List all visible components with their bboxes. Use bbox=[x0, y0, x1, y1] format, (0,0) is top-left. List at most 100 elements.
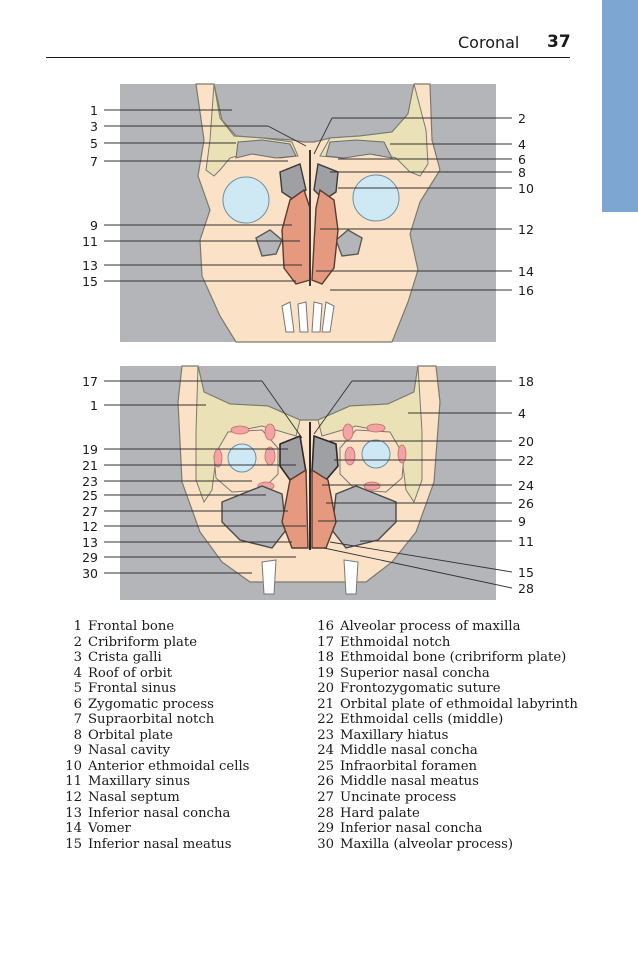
legend-text: Nasal cavity bbox=[88, 743, 171, 759]
legend-number: 10 bbox=[65, 758, 82, 774]
leader-lines-left bbox=[104, 109, 307, 282]
legend-number: 1 bbox=[73, 619, 82, 634]
legend-item: 17 Ethmoidal notch bbox=[314, 635, 578, 651]
right-orbit-eyeball bbox=[352, 174, 400, 222]
coronal-section-figure-bottom: 17 1 19 21 23 25 27 12 13 29 30 18 4 20 … bbox=[0, 362, 638, 602]
tooth bbox=[261, 559, 277, 595]
legend-text: Vomer bbox=[88, 821, 131, 837]
legend-text: Middle nasal concha bbox=[340, 743, 478, 759]
label-num: 13 bbox=[82, 535, 98, 550]
nasal-cavity-right bbox=[311, 188, 339, 285]
label-column-right: 2 4 6 8 10 12 14 16 bbox=[518, 111, 534, 298]
label-num: 28 bbox=[518, 581, 534, 596]
label-num: 27 bbox=[82, 504, 98, 519]
label-column-right: 18 4 20 22 24 26 9 11 15 28 bbox=[518, 374, 534, 596]
nasal-cavity-left bbox=[281, 188, 311, 285]
nasal-cavity-right bbox=[311, 468, 337, 549]
legend-item: 10 Anterior ethmoidal cells bbox=[62, 759, 249, 775]
label-num: 2 bbox=[518, 111, 526, 126]
legend-number: 14 bbox=[65, 821, 82, 837]
legend-text: Crista galli bbox=[88, 650, 162, 666]
label-num: 15 bbox=[82, 274, 98, 289]
label-num: 4 bbox=[518, 406, 526, 421]
label-num: 18 bbox=[518, 374, 534, 389]
tooth bbox=[281, 301, 295, 333]
legend-text: Anterior ethmoidal cells bbox=[88, 758, 250, 774]
legend-number: 24 bbox=[317, 743, 334, 759]
label-num: 20 bbox=[518, 434, 534, 449]
legend-text: Frontal bone bbox=[88, 619, 175, 634]
maxillary-sinus-right bbox=[331, 485, 397, 549]
label-num: 30 bbox=[82, 566, 98, 581]
legend-number: 2 bbox=[73, 634, 82, 650]
legend-number: 4 bbox=[73, 665, 82, 681]
label-num: 25 bbox=[82, 488, 98, 503]
legend-number: 3 bbox=[73, 650, 82, 666]
maxillary-sinus-right bbox=[335, 229, 363, 257]
label-num: 9 bbox=[518, 514, 526, 529]
label-num: 26 bbox=[518, 496, 534, 511]
legend-item: 11 Maxillary sinus bbox=[62, 774, 249, 790]
legend-text: Ethmoidal cells (middle) bbox=[340, 712, 504, 728]
legend-number: 22 bbox=[317, 712, 334, 728]
legend-text: Ethmoidal notch bbox=[340, 634, 451, 650]
maxillary-sinus-left bbox=[255, 229, 283, 257]
section-title: Coronal bbox=[458, 33, 520, 52]
header-rule bbox=[46, 57, 570, 58]
maxillary-sinus-left bbox=[221, 485, 287, 549]
legend-number: 16 bbox=[317, 619, 334, 634]
legend-text: Middle nasal meatus bbox=[340, 774, 479, 790]
thumb-index-tab bbox=[602, 0, 638, 212]
label-num: 16 bbox=[518, 283, 534, 298]
legend-text: Infraorbital foramen bbox=[340, 758, 478, 774]
legend-number: 30 bbox=[317, 836, 334, 852]
label-num: 22 bbox=[518, 453, 534, 468]
label-num: 10 bbox=[518, 181, 534, 196]
label-num: 24 bbox=[518, 478, 534, 493]
label-column-left: 17 1 19 21 23 25 27 12 13 29 30 bbox=[82, 374, 98, 581]
label-num: 19 bbox=[82, 442, 98, 457]
legend-number: 21 bbox=[317, 696, 334, 712]
legend-text: Frontal sinus bbox=[88, 681, 177, 697]
legend-item: 1 Frontal bone bbox=[62, 619, 249, 635]
legend-number: 6 bbox=[73, 696, 82, 712]
legend-number: 17 bbox=[317, 634, 334, 650]
label-num: 21 bbox=[82, 458, 98, 473]
legend-number: 19 bbox=[317, 665, 334, 681]
frontal-sinus-right bbox=[325, 139, 393, 159]
legend-text: Alveolar process of maxilla bbox=[340, 619, 521, 634]
legend-text: Maxillary sinus bbox=[88, 774, 191, 790]
label-num: 1 bbox=[90, 398, 98, 413]
label-column-left: 1 3 5 7 9 11 13 15 bbox=[82, 103, 98, 289]
legend-text: Hard palate bbox=[340, 805, 420, 821]
label-num: 6 bbox=[518, 152, 526, 167]
leader-lines-left bbox=[104, 380, 306, 574]
legend-text: Nasal septum bbox=[88, 790, 180, 806]
legend-text: Uncinate process bbox=[340, 790, 457, 806]
label-num: 3 bbox=[90, 119, 98, 134]
legend-item: 18 Ethmoidal bone (cribriform plate) bbox=[314, 650, 578, 666]
legend-text: Ethmoidal bone (cribriform plate) bbox=[340, 650, 567, 666]
legend-number: 12 bbox=[65, 790, 82, 806]
legend-text: Inferior nasal concha bbox=[340, 821, 483, 837]
label-num: 9 bbox=[90, 218, 98, 233]
legend-number: 18 bbox=[317, 650, 334, 666]
label-num: 1 bbox=[90, 103, 98, 118]
legend-number: 11 bbox=[65, 774, 82, 790]
label-num: 8 bbox=[518, 165, 526, 180]
left-eyeball bbox=[227, 443, 257, 473]
legend-text: Frontozygomatic suture bbox=[340, 681, 501, 697]
label-num: 11 bbox=[518, 534, 534, 549]
